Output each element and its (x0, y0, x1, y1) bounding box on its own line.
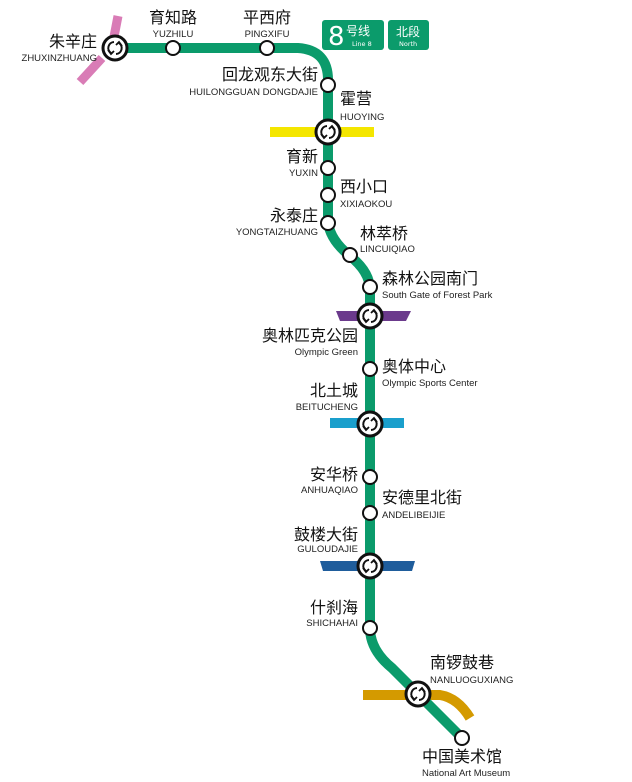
station-marker[interactable] (454, 730, 470, 746)
station-name-en: NANLUOGUXIANG (430, 675, 513, 686)
station-name-en: YUXIN (289, 168, 318, 179)
badge-section-zh: 北段 (396, 24, 420, 39)
station-name-zh: 森林公园南门 (382, 269, 478, 288)
station-name-zh: 奥体中心 (382, 357, 446, 376)
station-name-zh: 中国美术馆 (422, 747, 502, 766)
station-name-zh: 什刹海 (310, 598, 358, 617)
station-name-en: HUOYING (340, 112, 384, 123)
station-name-zh: 平西府 (243, 8, 291, 27)
station-name-en: BEITUCHENG (296, 402, 358, 413)
transfer-station-icon[interactable] (404, 680, 432, 708)
station-name-en: Olympic Sports Center (382, 378, 478, 389)
station-name-en: GULOUDAJIE (297, 544, 358, 555)
station-name-zh: 安德里北街 (382, 488, 462, 507)
station-marker[interactable] (165, 40, 181, 56)
station-name-en: XIXIAOKOU (340, 199, 392, 210)
station-name-zh: 南锣鼓巷 (430, 653, 494, 672)
station-name-zh: 育新 (286, 147, 318, 166)
station-name-en: PINGXIFU (245, 29, 290, 40)
station-marker[interactable] (320, 77, 336, 93)
station-name-zh: 西小口 (340, 177, 388, 196)
station-name-en: YONGTAIZHUANG (236, 227, 318, 238)
station-marker[interactable] (362, 279, 378, 295)
station-name-en: YUZHILU (153, 29, 194, 40)
station-name-zh: 朱辛庄 (49, 32, 97, 51)
station-name-en: HUILONGGUAN DONGDAJIE (189, 87, 318, 98)
badge-line-number: 8 (328, 22, 345, 52)
station-name-en: National Art Museum (422, 768, 510, 779)
station-name-en: Olympic Green (295, 347, 358, 358)
station-marker[interactable] (362, 361, 378, 377)
station-name-zh: 回龙观东大街 (222, 65, 318, 84)
station-name-zh: 霍营 (340, 89, 372, 108)
station-marker[interactable] (320, 187, 336, 203)
station-marker[interactable] (320, 160, 336, 176)
station-marker[interactable] (362, 505, 378, 521)
station-marker[interactable] (362, 469, 378, 485)
station-marker[interactable] (362, 620, 378, 636)
station-marker[interactable] (342, 247, 358, 263)
station-name-en: SHICHAHAI (306, 618, 358, 629)
station-name-en: ANDELIBEIJIE (382, 510, 445, 521)
station-name-zh: 鼓楼大街 (294, 525, 358, 544)
station-name-zh: 永泰庄 (270, 206, 318, 225)
station-name-zh: 育知路 (149, 8, 197, 27)
transfer-line-gold (363, 690, 475, 721)
transfer-station-icon[interactable] (356, 410, 384, 438)
line-8-badge: 8 号线 Line 8 北段 North (322, 20, 429, 52)
station-marker[interactable] (259, 40, 275, 56)
transfer-station-icon[interactable] (314, 118, 342, 146)
transfer-station-icon[interactable] (356, 552, 384, 580)
station-name-en: South Gate of Forest Park (382, 290, 493, 301)
transfer-station-icon[interactable] (356, 302, 384, 330)
badge-line-en: Line 8 (352, 40, 372, 48)
station-name-zh: 奥林匹克公园 (262, 326, 358, 345)
station-name-en: ZHUXINZHUANG (22, 53, 97, 64)
badge-section-en: North (399, 40, 417, 48)
station-name-zh: 北土城 (310, 381, 358, 400)
station-name-en: LINCUIQIAO (360, 244, 415, 255)
station-name-zh: 安华桥 (310, 465, 358, 484)
station-name-en: ANHUAQIAO (301, 485, 358, 496)
transfer-station-icon[interactable] (101, 34, 129, 62)
station-name-zh: 林萃桥 (360, 224, 408, 243)
badge-line-zh: 号线 (346, 24, 370, 38)
station-marker[interactable] (320, 215, 336, 231)
